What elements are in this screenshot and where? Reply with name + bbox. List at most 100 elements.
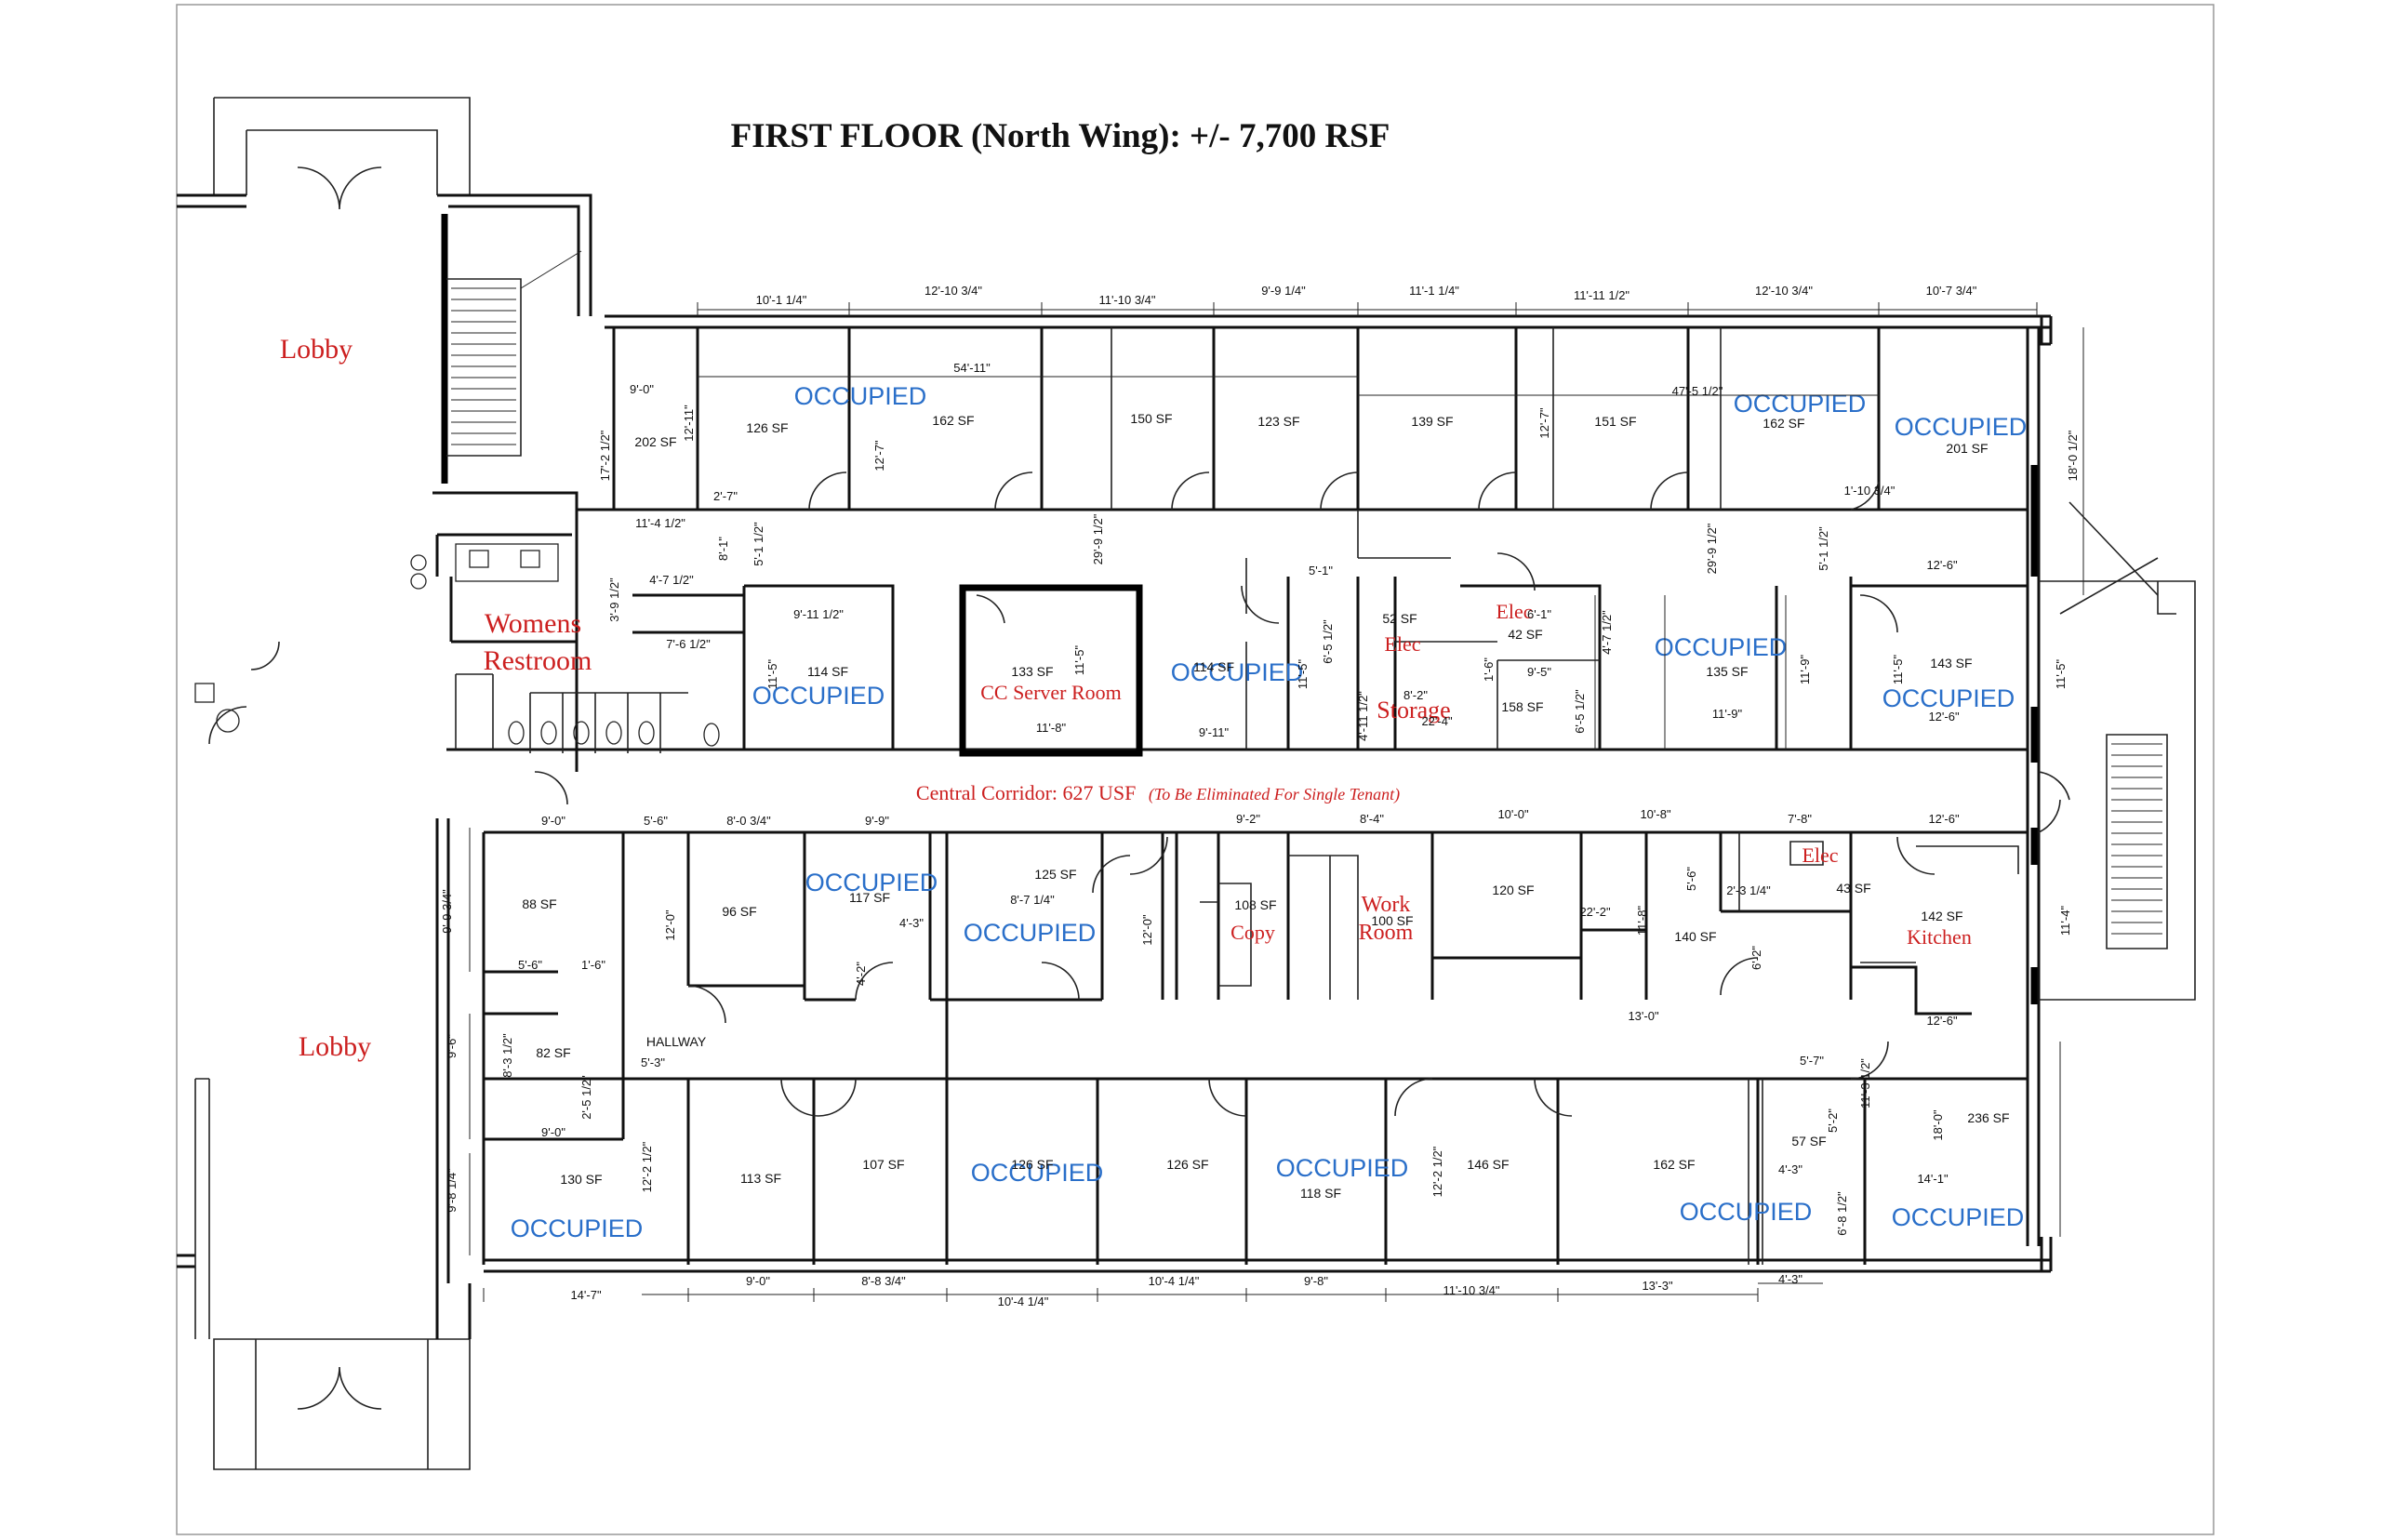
dimension-label: 1'-10 3/4": [1844, 484, 1895, 498]
area-label: 142 SF: [1921, 909, 1962, 923]
area-label: 96 SF: [722, 904, 756, 919]
area-label: 140 SF: [1674, 929, 1716, 944]
dimension-label: 12'-0": [663, 909, 677, 941]
occupied-label: OCCUPIED: [1171, 658, 1304, 686]
dimension-label: 11'-5": [1891, 655, 1905, 685]
dimension-label: 13'-3": [1642, 1279, 1673, 1293]
area-label: 162 SF: [1653, 1157, 1695, 1172]
dimension-label: 12'-6": [1926, 1014, 1958, 1028]
dimension-label: 11'-9": [1712, 707, 1743, 721]
dimension-label: 8'-4": [1360, 812, 1384, 826]
dimension-label: 12'-6": [1926, 558, 1958, 572]
area-label: 130 SF: [560, 1172, 602, 1187]
occupied-label: OCCUPIED: [964, 919, 1097, 947]
dimension-label: 5'-3": [641, 1055, 665, 1069]
dimension-label: 5'-6": [644, 814, 668, 828]
dimension-label: 5'-2": [1826, 1109, 1840, 1133]
area-label: 158 SF: [1501, 699, 1543, 714]
area-label: 133 SF: [1011, 664, 1053, 679]
room-label-room: Room: [1359, 921, 1414, 945]
dimension-label: 4'-7 1/2": [649, 573, 694, 587]
dimension-label: 2'-3 1/4": [1726, 883, 1771, 897]
dimension-label: 9'-11 1/2": [793, 607, 844, 621]
dimension-label: 6'-5 1/2": [1573, 689, 1587, 734]
dimension-label: 8'-3 1/2": [500, 1033, 514, 1078]
dimension-label: 10'-7 3/4": [1926, 284, 1977, 298]
dimension-label: 11'-1 1/4": [1409, 284, 1459, 298]
dimension-label: 5'-1": [1309, 564, 1333, 578]
dimension-label: 11'-8": [1036, 721, 1067, 735]
dimension-label: 11'-5": [765, 659, 779, 690]
dimension-label: 10'-1 1/4": [756, 293, 807, 307]
area-label: 126 SF: [746, 420, 788, 435]
area-label: 162 SF: [932, 413, 974, 428]
occupied-label: OCCUPIED: [794, 382, 927, 410]
dimension-label: 10'-0": [1497, 807, 1529, 821]
building-walls: [177, 97, 2196, 1470]
dimension-label: 9'-9 1/4": [1261, 284, 1306, 298]
dimension-label: 7'-6 1/2": [666, 637, 711, 651]
dimension-label: 9'-9": [865, 814, 889, 828]
dimension-label: 11'-3 1/2": [1858, 1058, 1872, 1109]
dimension-label: 4'-3": [1778, 1272, 1802, 1286]
room-label-kitchen: Kitchen: [1907, 925, 1972, 949]
dimension-label: 29'-9 1/2": [1091, 513, 1105, 564]
stair-treads-east: [2111, 743, 2162, 935]
dimension-label: 5'-7": [1800, 1054, 1824, 1068]
central-corridor-main: Central Corridor: 627 USF: [916, 781, 1137, 804]
dimension-label: 9'-6": [445, 1034, 459, 1058]
hallway-label: HALLWAY: [646, 1034, 707, 1049]
dimension-label: 12'-7": [872, 440, 886, 471]
dimension-label: 5'-1 1/2": [1816, 526, 1830, 571]
central-corridor-note: (To Be Eliminated For Single Tenant): [1149, 785, 1400, 804]
dimension-label: 9'-0": [746, 1274, 770, 1288]
occupied-label: OCCUPIED: [1882, 684, 2015, 712]
dimension-label: 12'-6": [1928, 812, 1960, 826]
area-label: 88 SF: [522, 896, 556, 911]
dimension-label: 11'-4 1/2": [635, 516, 685, 530]
room-label-elec-a: Elec: [1496, 600, 1532, 623]
dimension-label: 5'-6": [1684, 867, 1698, 891]
room-label-lobby-north: Lobby: [280, 334, 352, 365]
dimension-label: 12'-10 3/4": [1755, 284, 1813, 298]
dimension-label: 11'-9": [1798, 655, 1812, 685]
dimension-label: 9'-2": [1236, 812, 1260, 826]
room-label-restroom: Restroom: [484, 645, 592, 676]
area-label: 135 SF: [1706, 664, 1748, 679]
dimension-label: 12'-11": [682, 405, 696, 442]
dimension-label: 5'-1 1/2": [752, 522, 765, 566]
dimension-lines: [469, 302, 2084, 1302]
dimension-label: 8'-8 3/4": [861, 1274, 906, 1288]
area-label: 123 SF: [1257, 414, 1299, 429]
area-label: 117 SF: [849, 890, 890, 905]
dimension-label: 2'-5 1/2": [579, 1075, 593, 1120]
area-label: 113 SF: [740, 1171, 781, 1186]
dimension-label: 12'-2 1/2": [640, 1141, 654, 1192]
dimension-label: 9'-9 3/4": [440, 889, 454, 934]
area-label: 114 SF: [1193, 659, 1234, 674]
room-label-work: Work: [1362, 893, 1411, 917]
area-label: 126 SF: [1166, 1157, 1208, 1172]
room-label-copy: Copy: [1230, 921, 1275, 944]
room-label-lobby-south: Lobby: [299, 1031, 371, 1062]
occupied-label: OCCUPIED: [1680, 1198, 1813, 1226]
area-label: 82 SF: [536, 1045, 570, 1060]
door-swings: [208, 166, 2070, 1410]
area-label: 139 SF: [1411, 414, 1453, 429]
dimension-label: 9'-0": [541, 1125, 565, 1139]
room-label-storage: Storage: [1377, 697, 1450, 724]
dimension-label: 9'-8": [1304, 1274, 1328, 1288]
occupied-label: OCCUPIED: [1276, 1154, 1409, 1182]
area-label: 151 SF: [1594, 414, 1636, 429]
central-corridor-label: Central Corridor: 627 USF (To Be Elimina…: [916, 781, 1400, 804]
dimension-label: 9'-8 1/4": [445, 1168, 459, 1213]
occupied-label: OCCUPIED: [1734, 390, 1867, 418]
dimension-label: 1'-6": [581, 958, 605, 972]
dimension-label: 4'-3": [899, 916, 924, 930]
dimension-label: 3'-9 1/2": [607, 578, 621, 622]
dimension-label: 18'-0": [1931, 1109, 1945, 1141]
plan-title: FIRST FLOOR (North Wing): +/- 7,700 RSF: [731, 117, 1390, 155]
area-label: 52 SF: [1382, 611, 1417, 626]
dimension-label: 29'-9 1/2": [1705, 523, 1719, 574]
